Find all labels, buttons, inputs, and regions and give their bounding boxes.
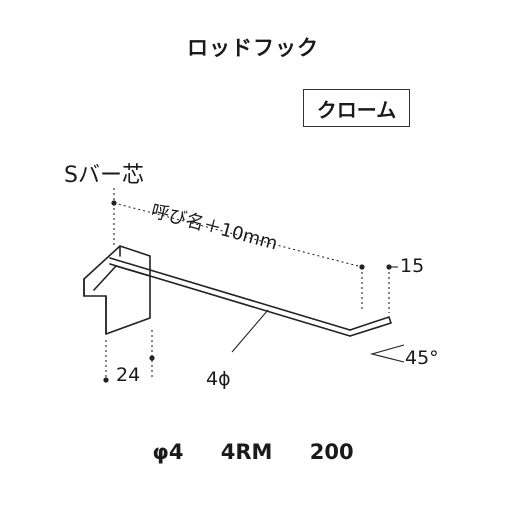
bar-core-label: Sバー芯 [64, 163, 144, 188]
finish-label-box: クローム [303, 89, 410, 127]
dim-dot-1 [111, 200, 117, 206]
angle-symbol [369, 344, 405, 363]
dim-dot-4 [103, 377, 109, 383]
height-dimension: 15 [400, 255, 424, 277]
footer-size: 200 [309, 440, 354, 464]
spec-footer: φ4 4RM 200 [0, 440, 506, 464]
dim-dot-2 [359, 264, 365, 270]
dim-dot-5 [149, 355, 155, 361]
footer-model: 4RM [220, 440, 273, 464]
product-title: ロッドフック [187, 36, 319, 60]
width-dimension: 24 [116, 364, 140, 386]
length-label: 呼び名＋10mm [149, 201, 280, 255]
bracket-inner-edge [83, 265, 151, 335]
diameter-leader [231, 309, 269, 353]
footer-diameter: φ4 [152, 440, 184, 464]
rod-lower-line [109, 263, 351, 337]
angle-label: 45° [405, 347, 439, 369]
rod-upper-line [109, 257, 351, 331]
finish-label: クローム [316, 97, 397, 122]
diameter-label: 4ϕ [206, 368, 231, 390]
rod-tip [349, 316, 392, 337]
